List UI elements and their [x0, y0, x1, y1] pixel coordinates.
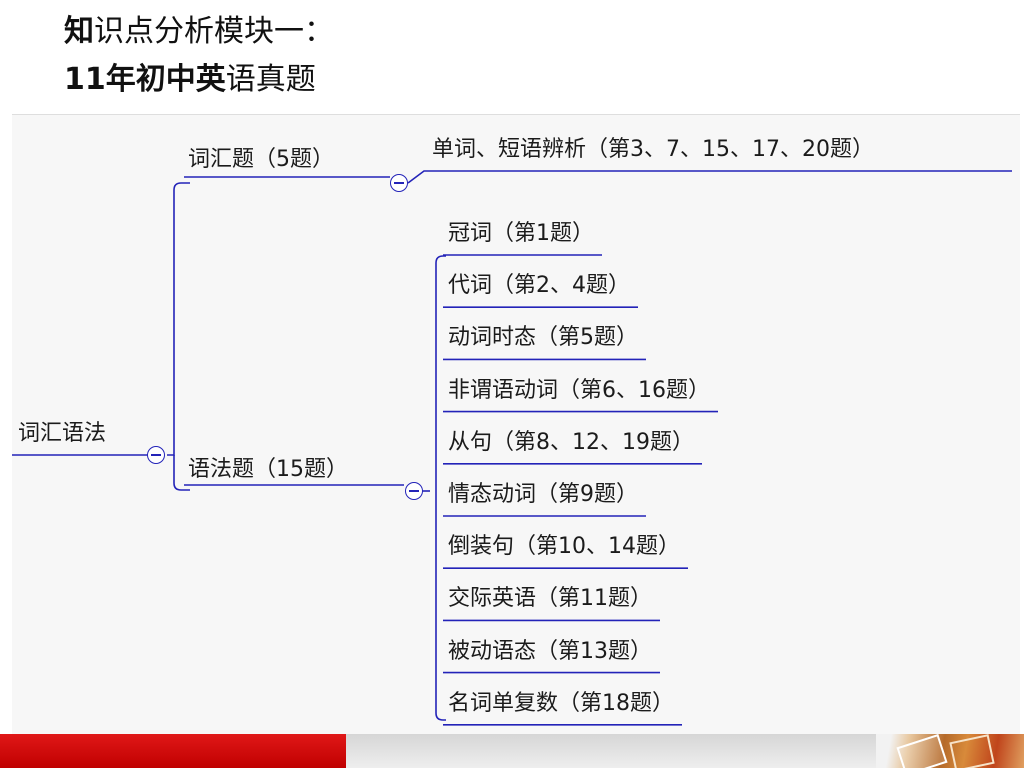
root-trunk [167, 182, 190, 456]
grammar-item[interactable]: 代词（第2、4题） [448, 273, 630, 299]
grammar-trunk-vertical [435, 255, 446, 721]
footer-red-bar [0, 734, 346, 768]
grammar-item[interactable]: 倒装句（第10、14题） [448, 534, 680, 560]
grammar-item[interactable]: 交际英语（第11题） [448, 586, 652, 612]
seal-icon [949, 734, 995, 768]
footer-grey-bar [346, 734, 876, 768]
mind-map-connectors [12, 170, 1012, 726]
title-bold-part: 知 [64, 14, 94, 49]
root-node[interactable]: 词汇语法 [18, 421, 107, 446]
grammar-branch-node[interactable]: 语法题（15题） [188, 457, 348, 482]
grammar-collapse-icon[interactable] [405, 482, 423, 500]
vocab-item[interactable]: 单词、短语辨析（第3、7、15、17、20题） [432, 137, 874, 162]
grammar-item[interactable]: 非谓语动词（第6、16题） [448, 377, 710, 403]
vocab-collapse-icon[interactable] [390, 174, 408, 192]
seal-icon [896, 734, 948, 768]
vocab-child-connector [407, 170, 1012, 184]
slide-title-line-1: 知识点分析模块一： [64, 12, 334, 52]
footer-logo [876, 734, 1024, 768]
grammar-item-underlines [443, 254, 718, 726]
title-bold-part: 11年初中英 [64, 62, 226, 97]
grammar-item[interactable]: 名词单复数（第18题） [448, 690, 674, 716]
grammar-item[interactable]: 冠词（第1题） [448, 221, 594, 246]
root-collapse-icon[interactable] [147, 446, 165, 464]
grammar-item[interactable]: 从句（第8、12、19题） [448, 429, 694, 455]
vocab-branch-node[interactable]: 词汇题（5题） [188, 147, 334, 172]
root-trunk-lower [173, 455, 190, 491]
mind-map: 词汇语法 词汇题（5题） 单词、短语辨析（第3、7、15、17、20题） 语法题… [12, 114, 1020, 735]
grammar-item[interactable]: 动词时态（第5题） [448, 325, 638, 351]
grammar-item[interactable]: 情态动词（第9题） [448, 482, 638, 507]
title-rest-part: 识点分析模块一： [94, 14, 334, 49]
slide-title-line-2: 11年初中英语真题 [64, 60, 316, 100]
title-rest-part: 语真题 [225, 62, 316, 97]
grammar-item[interactable]: 被动语态（第13题） [448, 638, 652, 664]
